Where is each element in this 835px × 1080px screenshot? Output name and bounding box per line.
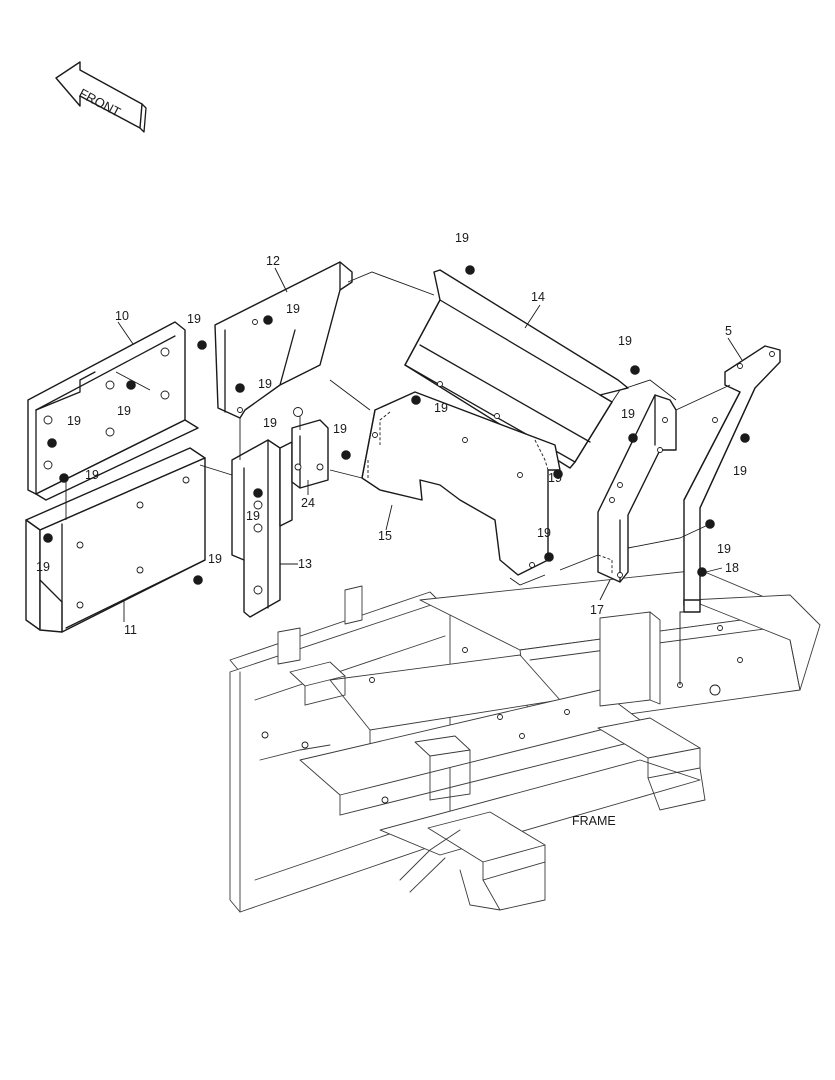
callout-19: 19 — [85, 468, 99, 482]
bolt-19 — [293, 407, 303, 417]
callout-19: 19 — [117, 404, 131, 418]
callout-19: 19 — [717, 542, 731, 556]
bolt-19 — [47, 438, 57, 448]
callout-19: 19 — [246, 509, 260, 523]
frame-label: FRAME — [572, 814, 616, 828]
callout-labels: 5 10 11 12 13 14 15 17 18 24 19 19 19 19… — [36, 231, 747, 637]
callout-24: 24 — [301, 496, 315, 510]
part-10-cover — [27, 321, 199, 501]
bolt-19 — [553, 469, 563, 479]
bolt-19 — [465, 265, 475, 275]
alignment-lines — [65, 271, 731, 685]
callout-17: 17 — [590, 603, 604, 617]
bolt-18 — [697, 567, 707, 577]
bolt-19 — [235, 383, 245, 393]
bolts — [43, 265, 750, 585]
callout-13: 13 — [298, 557, 312, 571]
bolt-19 — [43, 533, 53, 543]
callout-19: 19 — [187, 312, 201, 326]
callout-19: 19 — [263, 416, 277, 430]
callout-19: 19 — [67, 414, 81, 428]
callout-5: 5 — [725, 324, 732, 338]
bolt-19 — [411, 395, 421, 405]
callout-19: 19 — [258, 377, 272, 391]
frame-holes — [261, 625, 743, 804]
callout-18: 18 — [725, 561, 739, 575]
part-12-bracket — [214, 261, 353, 419]
callout-10: 10 — [115, 309, 129, 323]
part-24-bracket — [291, 419, 329, 489]
callout-19: 19 — [434, 401, 448, 415]
bolt-19 — [740, 433, 750, 443]
callout-15: 15 — [378, 529, 392, 543]
callout-leaders — [117, 267, 743, 622]
callout-12: 12 — [266, 254, 280, 268]
part-13-plate — [231, 439, 293, 618]
bolt-19 — [544, 552, 554, 562]
bolt-19 — [59, 473, 69, 483]
bolt-19 — [705, 519, 715, 529]
bolt-19 — [197, 340, 207, 350]
callout-11: 11 — [124, 623, 137, 637]
callout-19: 19 — [286, 302, 300, 316]
bolt-19 — [341, 450, 351, 460]
callout-19: 19 — [455, 231, 469, 245]
bolt-19 — [263, 315, 273, 325]
bolt-19 — [630, 365, 640, 375]
part-15-side-panel — [361, 391, 561, 576]
part-17-bracket — [597, 394, 677, 583]
callout-19: 19 — [36, 560, 50, 574]
bolt-19 — [126, 380, 136, 390]
callout-19: 19 — [537, 526, 551, 540]
callout-19: 19 — [733, 464, 747, 478]
callout-14: 14 — [531, 290, 545, 304]
callout-19: 19 — [548, 471, 562, 485]
callout-19: 19 — [333, 422, 347, 436]
part-5-stay — [683, 345, 781, 613]
callout-19: 19 — [621, 407, 635, 421]
machine-frame — [229, 569, 821, 913]
part-11-box — [25, 447, 206, 633]
bolt-19 — [193, 575, 203, 585]
front-direction-arrow: FRONT — [55, 61, 147, 133]
bolt-19 — [628, 433, 638, 443]
bolt-19 — [253, 488, 263, 498]
callout-19: 19 — [208, 552, 222, 566]
callout-19: 19 — [618, 334, 632, 348]
